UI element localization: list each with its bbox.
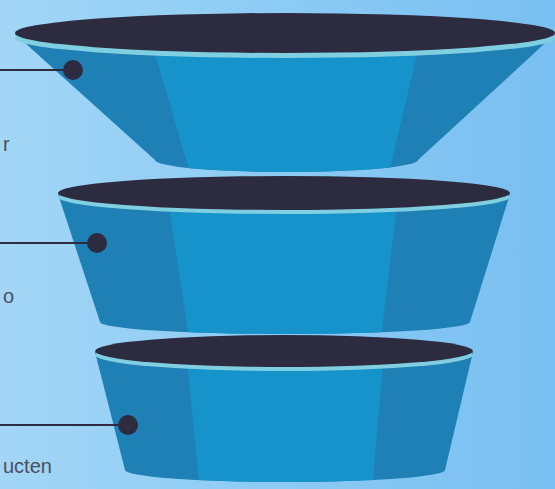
- funnel-tier: [15, 13, 555, 190]
- funnel-tier: [95, 335, 473, 489]
- leader-line: [0, 415, 138, 435]
- label-text: r: [3, 132, 10, 156]
- label-text: o: [3, 284, 14, 308]
- label-text: ucten: [3, 454, 52, 478]
- funnel-tier: [58, 176, 510, 345]
- leader-line: [0, 233, 107, 253]
- leader-line: [0, 60, 83, 80]
